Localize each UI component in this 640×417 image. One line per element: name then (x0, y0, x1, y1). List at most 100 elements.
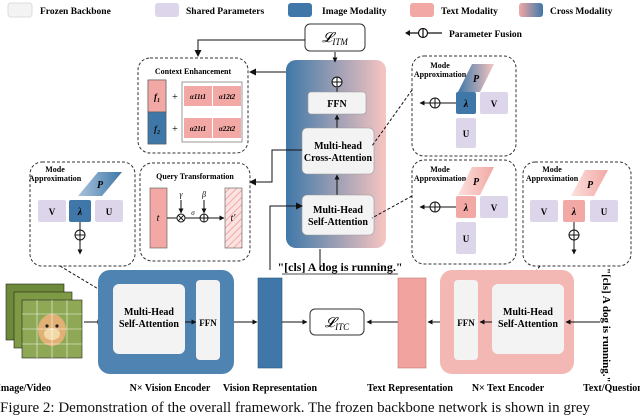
mode-approx-right-lambda (563, 200, 585, 222)
text-self-attention-line1: Multi-Head (503, 307, 553, 318)
mode-approx-left-title1: Mode (45, 165, 65, 174)
context-a11t1-box (184, 86, 212, 106)
query-t-label: t (157, 213, 160, 224)
legend-text-label: Text Modality (441, 7, 498, 17)
mode-approx-cross-title1: Mode (430, 61, 450, 70)
context-a21t1: α21t1 (190, 125, 206, 133)
context-a21t1-box (184, 118, 212, 138)
cross-self-attention-box (301, 194, 375, 236)
itc-loss-box (309, 308, 365, 336)
mode-approx-text-P-label: P (473, 177, 480, 188)
prompt-vertical-text: "[cls] A dog is running." (600, 268, 612, 383)
mode-approx-cross-lambda-label: λ (463, 99, 469, 110)
mode-approx-text-V (480, 196, 508, 218)
legend-fusion-label: Parameter Fusion (449, 30, 523, 40)
mode-approx-right-P-label: P (587, 180, 594, 191)
cross-attention-box (301, 127, 375, 175)
image-video-label: Image/Video (0, 383, 51, 394)
text-encoder-label: N× Text Encoder (472, 383, 545, 394)
mode-approx-cross-U-label: U (463, 129, 470, 139)
mode-approx-cross-lambda (456, 92, 476, 114)
mode-approx-right-lambda-label: λ (571, 207, 577, 218)
mode-approx-cross-V (480, 92, 508, 114)
query-transformation-title: Query Transformation (156, 172, 234, 181)
vision-self-attention-line1: Multi-Head (124, 307, 174, 318)
cross-self-attention-line1: Multi-Head (313, 205, 363, 216)
vision-encoder-label: N× Vision Encoder (130, 383, 211, 394)
add-icon (199, 213, 209, 223)
mode-approx-right-fusion-icon (568, 229, 580, 241)
mode-approx-left-fusion-icon (74, 229, 86, 241)
text-self-attention-line2: Self-Attention (498, 319, 558, 330)
query-beta: β (201, 190, 206, 199)
text-self-attention-box (492, 284, 564, 354)
cross-ffn-label: FFN (327, 99, 347, 110)
context-a22t2: α22t2 (219, 125, 236, 133)
legend: Frozen Backbone Shared Parameters Image … (7, 2, 613, 40)
context-plus-1: + (172, 92, 178, 103)
legend-text-swatch (410, 3, 434, 17)
legend-frozen-label: Frozen Backbone (40, 7, 111, 17)
text-ffn-box (454, 280, 478, 360)
context-enhancement-title: Context Enhancement (155, 67, 232, 76)
mode-approx-left-V (38, 200, 66, 222)
mode-approx-cross-P (458, 64, 494, 92)
mode-approx-text-fusion-icon (429, 201, 441, 213)
mode-approx-cross-P-label: P (473, 74, 480, 85)
mode-approx-left-lambda-label: λ (77, 207, 83, 218)
mode-approx-right-title2: Approximation (526, 174, 579, 183)
legend-cross-swatch (519, 3, 543, 17)
vision-self-attention-line2: Self-Attention (119, 319, 179, 330)
mode-approx-cross-V-label: V (491, 99, 498, 109)
mode-approx-text-U-label: U (463, 234, 470, 244)
mode-approx-left-P-label: P (97, 180, 104, 191)
query-gamma: γ (179, 190, 183, 199)
mode-approx-right-title1: Mode (542, 165, 562, 174)
query-transformation-panel (139, 162, 251, 262)
mode-approx-text-lambda-label: λ (463, 203, 469, 214)
mode-approx-right-V-label: V (541, 207, 548, 217)
query-t-prime-label: t′ (231, 213, 237, 224)
mode-approx-right-U (590, 200, 618, 222)
mode-approx-right-P (571, 170, 608, 196)
cross-attention-line1: Multi-head (314, 141, 362, 152)
mode-approx-left-U-label: U (106, 207, 113, 217)
context-matrix (181, 81, 243, 143)
legend-shared-swatch (155, 3, 179, 17)
mode-approx-left-U (95, 200, 123, 222)
text-representation-label: Text Representation (367, 383, 453, 394)
mode-approx-right-V (530, 200, 558, 222)
mode-approx-left-lambda (69, 200, 91, 222)
legend-shared-label: Shared Parameters (186, 7, 264, 17)
vision-ffn-box (196, 280, 220, 360)
query-t-prime-box (224, 187, 243, 249)
cross-ffn-box (307, 91, 367, 115)
mode-approx-left-V-label: V (49, 207, 56, 217)
mode-approx-right-U-label: U (601, 207, 608, 217)
vision-ffn-label: FFN (199, 318, 217, 328)
cross-attention-line2: Cross-Attention (304, 153, 373, 164)
multiply-icon (176, 213, 186, 223)
legend-frozen-swatch (7, 2, 33, 18)
itm-loss-box (304, 23, 366, 52)
cross-fusion-icon (331, 76, 343, 88)
legend-image-swatch (288, 3, 312, 17)
text-ffn-label: FFN (457, 318, 475, 328)
mode-approx-left-P (78, 172, 122, 196)
mode-approx-text-P (458, 167, 494, 195)
image-video-stack (5, 283, 83, 359)
context-f1-box (147, 79, 167, 113)
text-question-label: Text/Question (583, 383, 640, 394)
vision-self-attention-box (113, 284, 185, 354)
parameter-fusion-icon (405, 27, 442, 39)
mode-approx-left-title2: Approximation (29, 174, 82, 183)
context-plus-2: + (172, 124, 178, 135)
mode-approx-text-title1: Mode (430, 165, 450, 174)
context-a11t1: α11t1 (190, 93, 206, 101)
context-f2-box (147, 111, 167, 145)
figure-caption: Figure 2: Demonstration of the overall f… (0, 400, 590, 416)
context-a12t2: α12t2 (219, 93, 236, 101)
prompt-text: "[cls] A dog is running." (277, 260, 402, 274)
query-sigma: σ (191, 209, 195, 217)
context-a22t2-box (213, 118, 241, 138)
